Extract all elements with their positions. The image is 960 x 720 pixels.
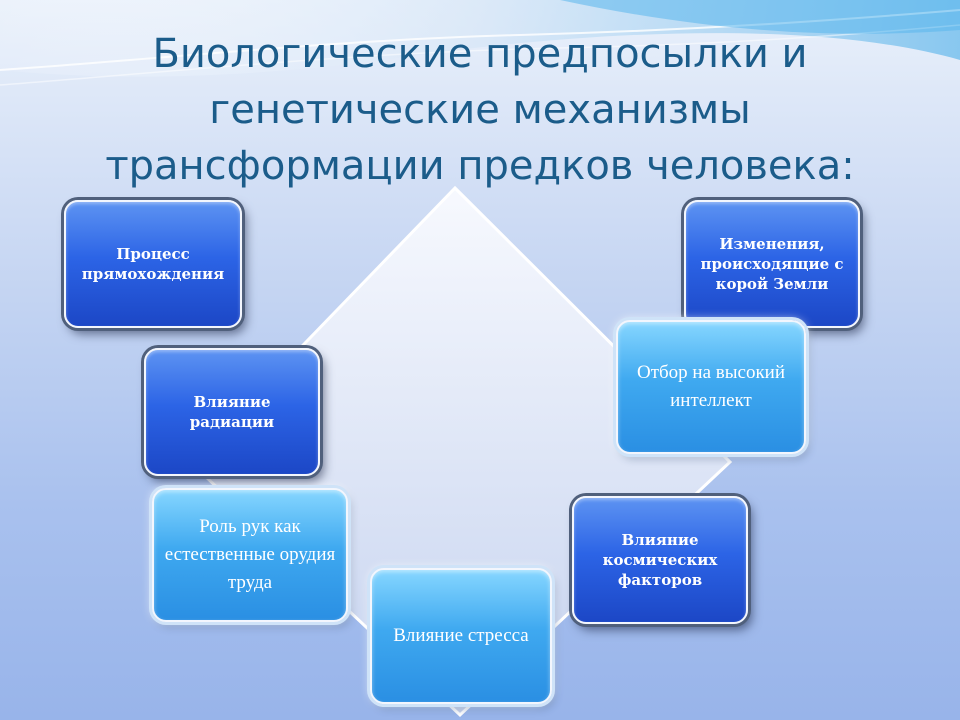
box-cosmic-factors: Влияние космических факторов <box>572 496 748 624</box>
page-title: Биологические предпосылки и генетические… <box>105 31 855 189</box>
box-radiation: Влияние радиации <box>144 348 320 476</box>
box-earth-crust-changes-label: Изменения, происходящие с корой Земли <box>700 235 844 293</box>
box-earth-crust-changes: Изменения, происходящие с корой Земли <box>684 200 860 328</box>
box-upright-walking-label: Процесс прямохождения <box>81 245 225 283</box>
box-radiation-label: Влияние радиации <box>189 393 275 431</box>
box-stress-label: Влияние стресса <box>393 625 529 646</box>
box-high-intellect: Отбор на высокий интеллект <box>616 320 806 454</box>
wave-decoration <box>0 0 960 86</box>
box-high-intellect-label: Отбор на высокий интеллект <box>636 362 786 411</box>
box-upright-walking: Процесс прямохождения <box>64 200 242 328</box>
box-hands-role-label: Роль рук как естественные орудия труда <box>164 516 336 593</box>
box-cosmic-factors-label: Влияние космических факторов <box>602 531 718 589</box>
box-stress: Влияние стресса <box>370 568 552 704</box>
box-hands-role: Роль рук как естественные орудия труда <box>152 488 348 622</box>
